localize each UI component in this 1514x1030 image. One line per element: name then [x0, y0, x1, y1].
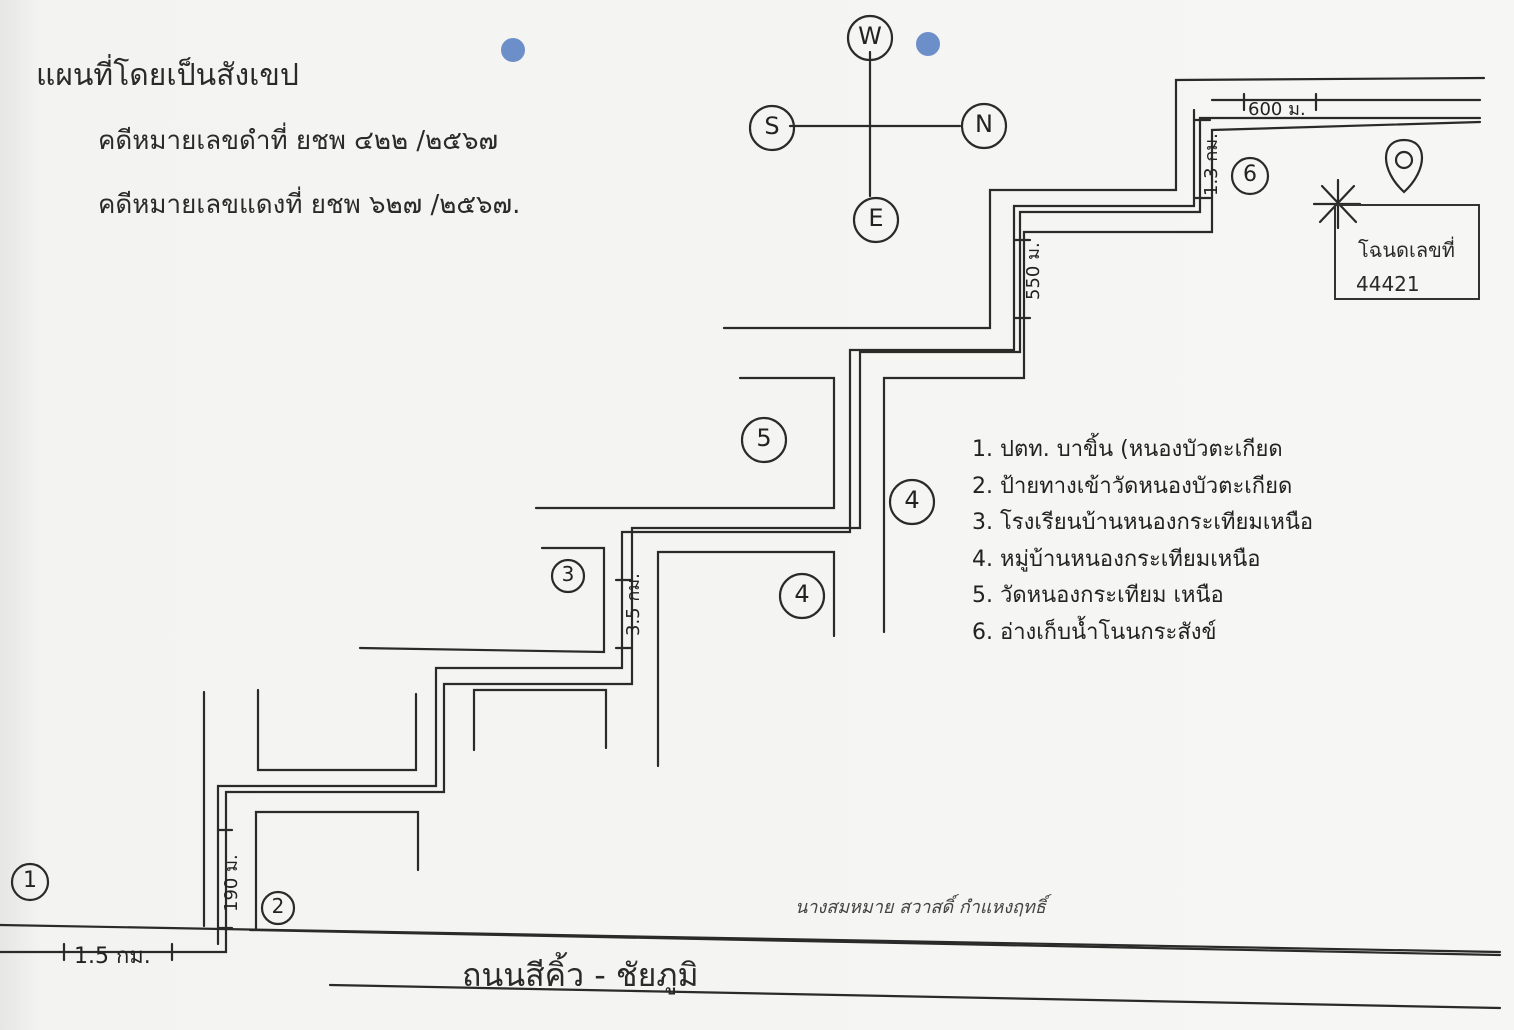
- marker-circle-6: [1230, 156, 1270, 196]
- marker-circle-2: [260, 890, 296, 926]
- deed-label: โฉนดเลขที่: [1358, 238, 1455, 262]
- signature: นางสมหมาย สวาสดิ์ กำแหงฤทธิ์: [795, 897, 1046, 918]
- marker-label-5: 5: [756, 424, 772, 452]
- legend: 1. ปตท. บาขิ้น (หนองบัวตะเกียด 2. ป้ายทา…: [972, 432, 1313, 651]
- marker-circle-4b: [888, 478, 936, 526]
- marker-label-4a: 4: [794, 580, 810, 608]
- legend-item: 5. วัดหนองกระเทียม เหนือ: [972, 583, 1224, 608]
- distance-first-leg: 1.5 กม.: [74, 944, 151, 969]
- route-line-a: [216, 108, 1196, 946]
- highway-line-top-2: [248, 928, 1502, 957]
- compass-n-circle: [960, 102, 1008, 150]
- pin-dot-left: [501, 38, 525, 62]
- road-segment-i: [722, 76, 1486, 330]
- distance-top-road: 1.3 กม.: [1201, 133, 1222, 196]
- compass-east-label: E: [868, 204, 884, 232]
- marker-label-6: 6: [1243, 162, 1257, 187]
- marker-circle-4a: [778, 572, 826, 620]
- legend-item: 3. โรงเรียนบ้านหนองกระเทียมเหนือ: [972, 510, 1314, 535]
- road-segment-e: [358, 546, 606, 654]
- compass-south-label: S: [764, 112, 780, 140]
- marker-circle-1: [10, 862, 50, 902]
- compass-w-circle: [846, 14, 894, 62]
- legend-item: 6. อ่างเก็บน้ำโนนกระสังข์: [972, 619, 1217, 645]
- distance-mid-road: 3.5 กม.: [623, 573, 644, 636]
- road-segment-c: [472, 688, 608, 752]
- marker-label-2: 2: [271, 894, 285, 918]
- road-segment-b: [254, 810, 420, 932]
- map-title: แผนที่โดยเป็นสังเขป: [36, 58, 299, 93]
- legend-item: 1. ปตท. บาขิ้น (หนองบัวตะเกียด: [972, 437, 1283, 462]
- road-segment-f: [656, 550, 836, 768]
- legend-item: 4. หมู่บ้านหนองกระเทียมเหนือ: [972, 546, 1261, 572]
- pin-dot-right: [916, 32, 940, 56]
- route-line-inner: [0, 116, 1482, 954]
- road-segment-g: [534, 376, 836, 510]
- location-pin-dot: [1394, 150, 1414, 170]
- compass-west-label: W: [858, 22, 882, 50]
- compass-e-circle: [852, 196, 900, 244]
- compass-north-label: N: [975, 110, 993, 138]
- location-pin-icon: [1384, 138, 1424, 194]
- deed-box: [1334, 204, 1480, 300]
- legend-item: 2. ป้ายทางเข้าวัดหนองบัวตะเกียด: [972, 473, 1293, 499]
- distance-last-leg: 600 ม.: [1248, 99, 1306, 120]
- marker-label-1: 1: [23, 868, 37, 893]
- marker-label-4b: 4: [904, 486, 920, 514]
- highway-line-bottom: [328, 983, 1502, 1010]
- compass-s-circle: [748, 104, 796, 152]
- distance-upper-road: 550 ม.: [1023, 242, 1044, 300]
- marker-circle-5: [740, 416, 788, 464]
- case-black-number: คดีหมายเลขดำที่ ยชพ ๔๒๒ /๒๕๖๗: [98, 126, 499, 156]
- marker-circle-3: [550, 558, 586, 594]
- highway-name: ถนนสีคิ้ว - ชัยภูมิ: [462, 956, 699, 994]
- case-red-number: คดีหมายเลขแดงที่ ยชพ ๖๒๗ /๒๕๖๗.: [98, 190, 521, 220]
- road-segment-h: [882, 120, 1482, 634]
- marker-label-3: 3: [561, 562, 575, 586]
- road-segment-d: [256, 688, 418, 772]
- distance-side-road: 190 ม.: [221, 854, 242, 912]
- deed-number: 44421: [1356, 272, 1420, 296]
